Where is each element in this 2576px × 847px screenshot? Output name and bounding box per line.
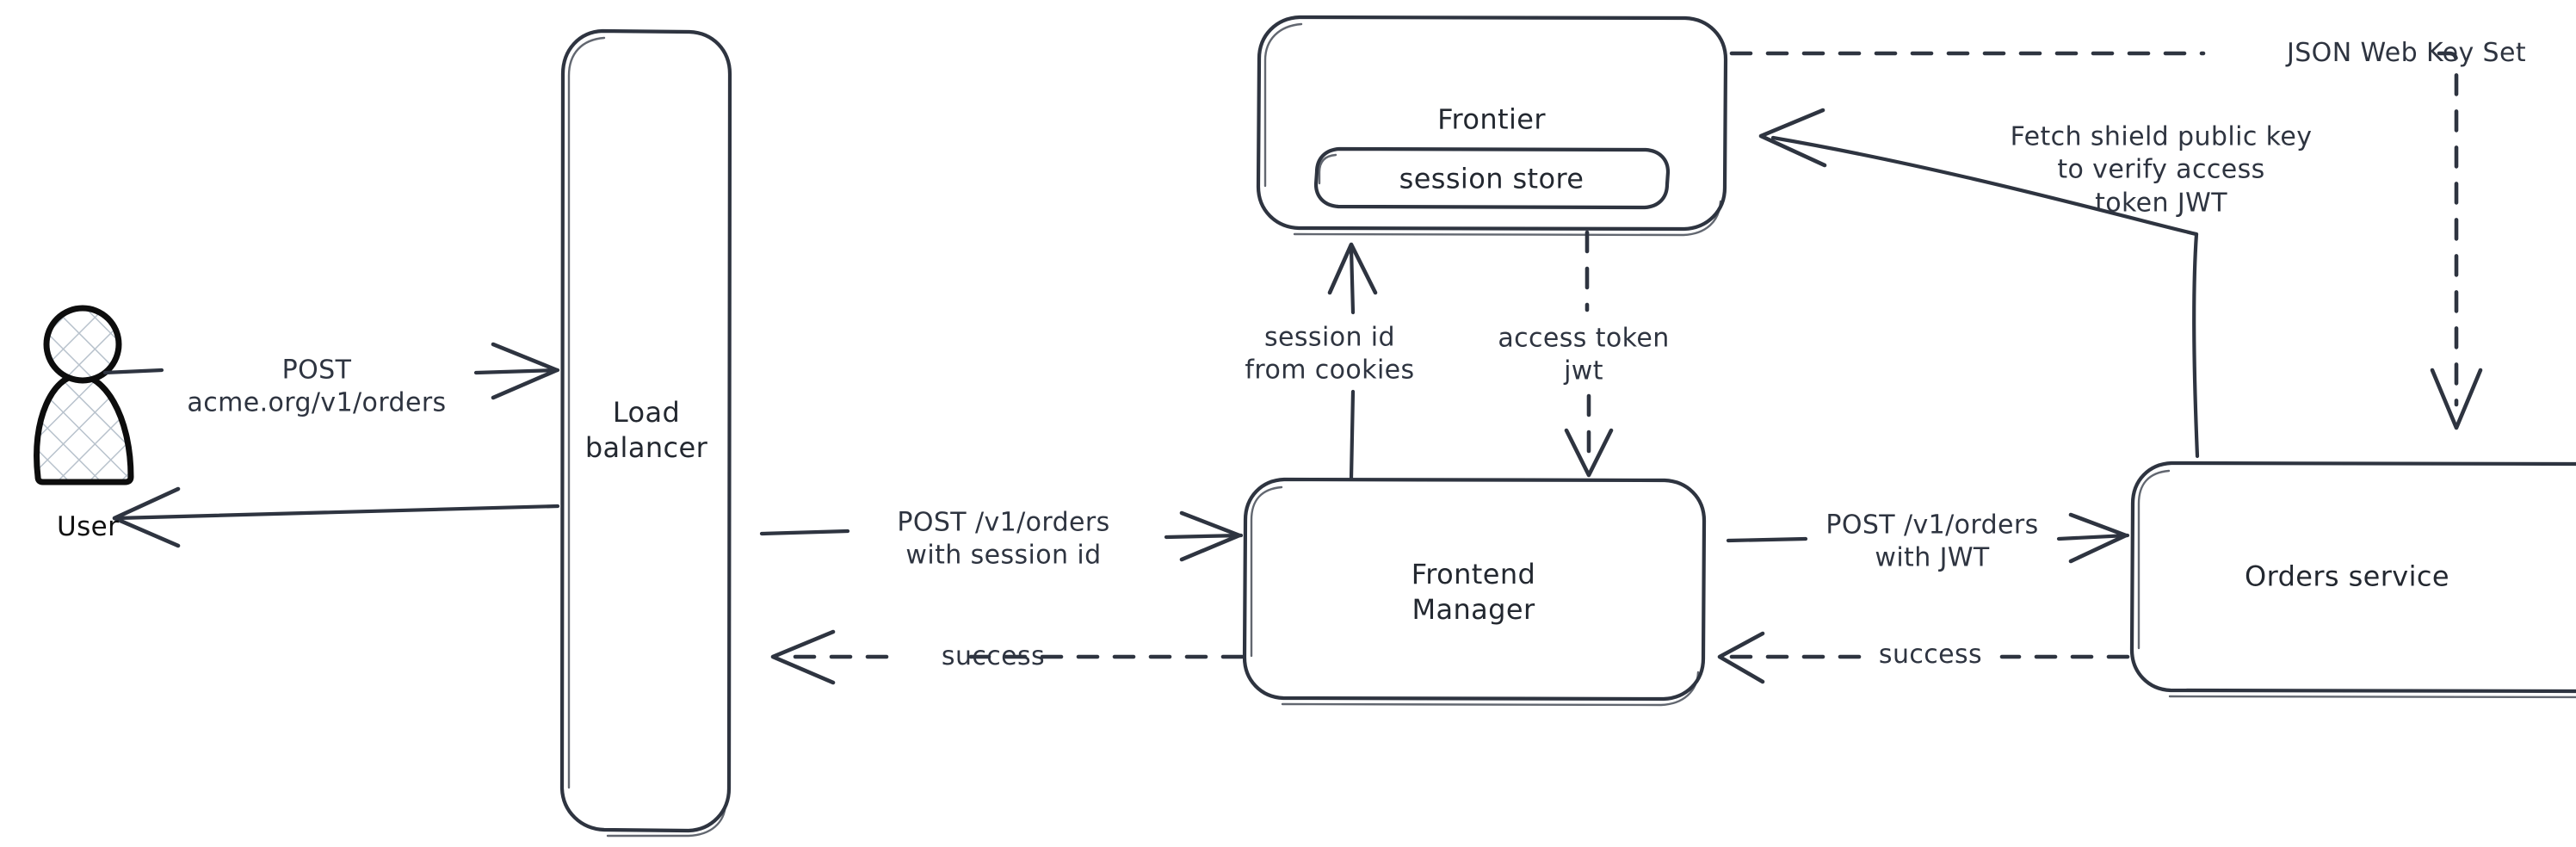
load-balancer-shape[interactable] (559, 28, 732, 838)
frontend-manager-shape[interactable] (1242, 477, 1707, 707)
edge-user-to-load-balancer (102, 342, 560, 400)
orders-service-shape[interactable] (2129, 461, 2576, 699)
edge-frontend-manager-to-load-balancer (770, 629, 1245, 685)
user-icon (34, 305, 134, 485)
edge-frontend-manager-to-orders-service (1726, 512, 2130, 564)
edge-frontier-to-frontend-manager (1564, 230, 1614, 478)
session-store-shape[interactable] (1313, 146, 1671, 210)
edge-load-balancer-to-frontend-manager (759, 510, 1244, 562)
edge-orders-service-to-frontier (1758, 108, 2200, 459)
edge-frontier-to-orders-service (1729, 51, 2483, 430)
edge-orders-service-to-frontend-manager (1717, 631, 2130, 684)
edge-load-balancer-to-user (112, 486, 560, 548)
edge-frontend-manager-to-frontier (1327, 242, 1378, 481)
